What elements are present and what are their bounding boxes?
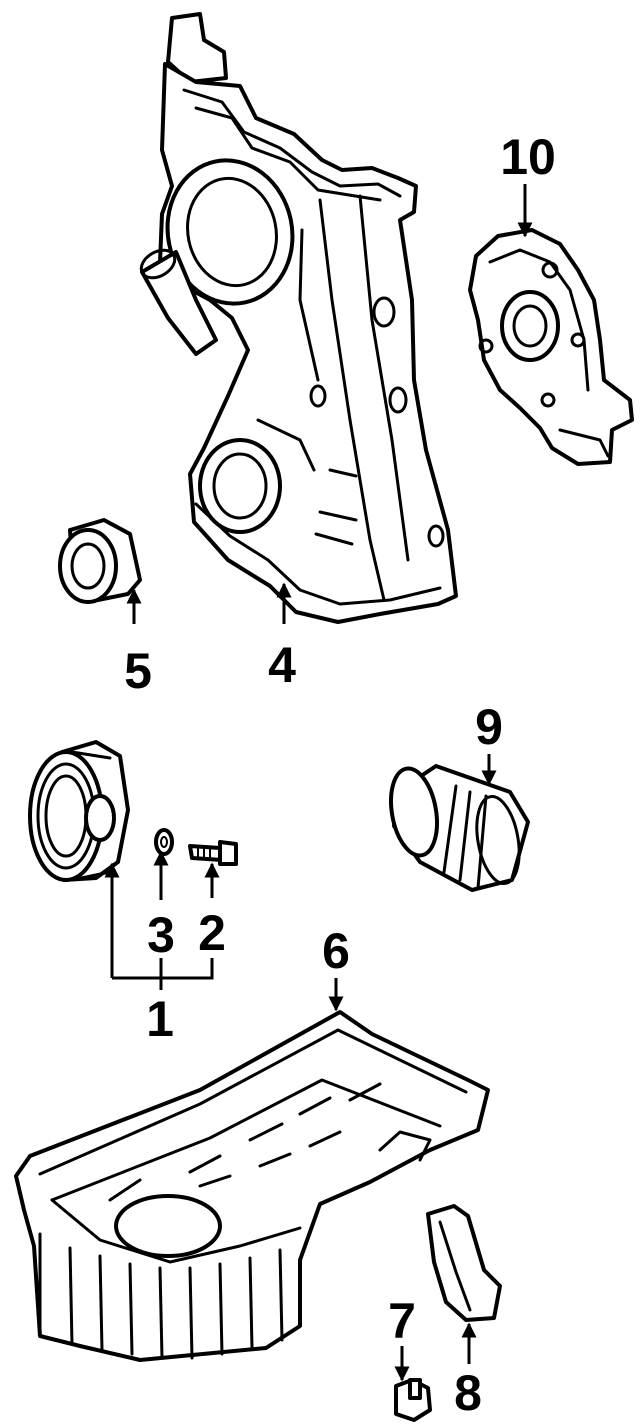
callout-5: 5 bbox=[124, 643, 152, 699]
washer-drawing bbox=[154, 828, 174, 856]
callout-3: 3 bbox=[147, 907, 175, 963]
callout-6: 6 bbox=[322, 923, 350, 979]
callout-8: 8 bbox=[454, 1365, 482, 1421]
callout-10: 10 bbox=[500, 129, 556, 185]
oil-pickup-drawing bbox=[426, 1204, 502, 1322]
leader-1-bracket bbox=[112, 958, 214, 980]
callout-7: 7 bbox=[388, 1293, 416, 1349]
callouts: 10 5 4 9 3 2 6 1 7 8 bbox=[124, 129, 556, 1421]
crankshaft-pulley-drawing bbox=[28, 740, 130, 882]
callout-1: 1 bbox=[146, 991, 174, 1047]
timing-cover-drawing bbox=[139, 12, 458, 624]
front-crankshaft-seal-drawing bbox=[58, 518, 142, 604]
callout-9: 9 bbox=[475, 699, 503, 755]
drain-plug-drawing bbox=[394, 1378, 432, 1422]
pulley-bolt-drawing bbox=[188, 840, 238, 866]
oil-pan-drawing bbox=[14, 1010, 490, 1362]
callout-2: 2 bbox=[198, 905, 226, 961]
leader-lines bbox=[104, 184, 533, 1382]
callout-4: 4 bbox=[268, 637, 296, 693]
oil-filter-drawing bbox=[389, 764, 530, 892]
rear-main-seal-retainer-drawing bbox=[468, 228, 634, 466]
